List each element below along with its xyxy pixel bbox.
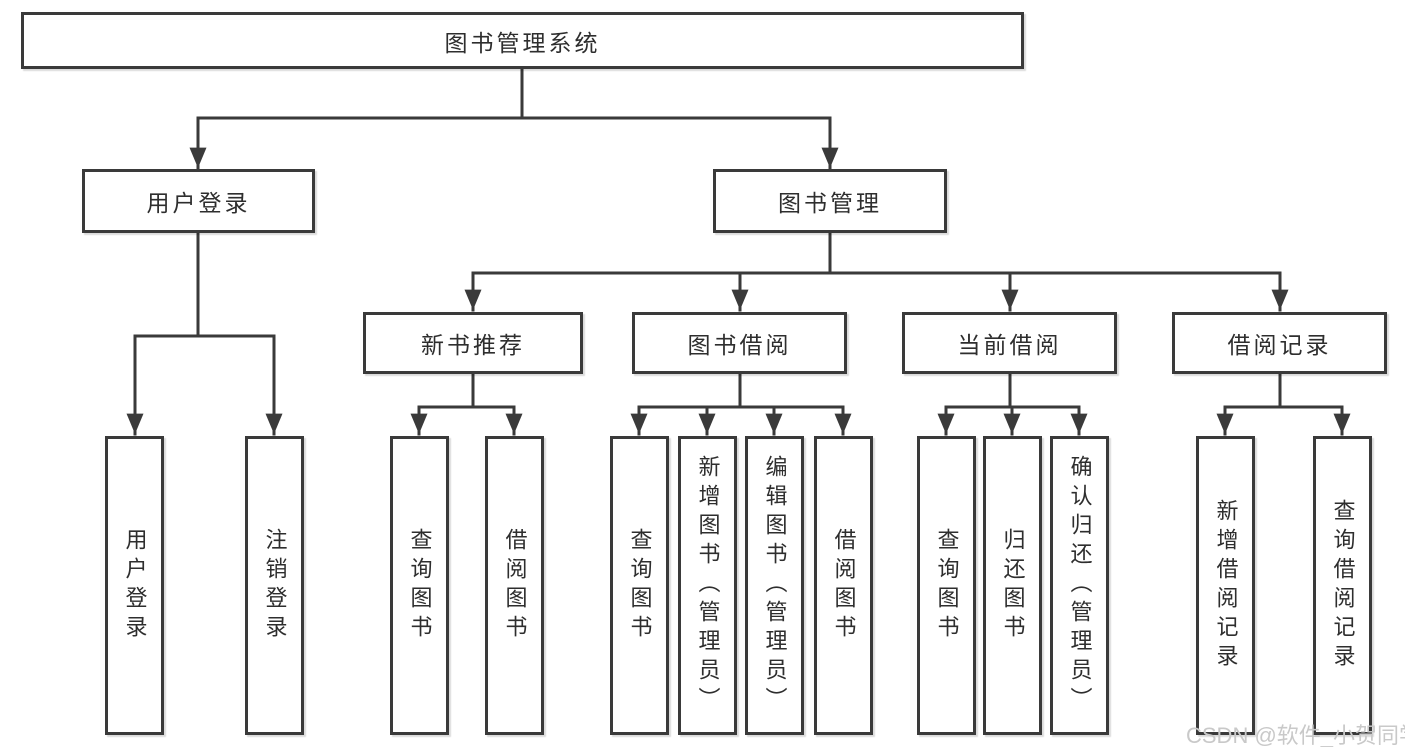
node-root: 图书管理系统 — [21, 12, 1024, 69]
leaf-confirm-return-admin: 确认归还（管理员） — [1050, 436, 1109, 735]
node-user-login: 用户登录 — [82, 169, 315, 233]
watermark: CSDN @软件_小贺同学 — [1186, 723, 1405, 747]
leaf-edit-books-admin: 编辑图书（管理员） — [745, 436, 804, 735]
leaf-add-borrow-record: 新增借阅记录 — [1196, 436, 1255, 735]
leaf-query-books-recommend: 查询图书 — [390, 436, 449, 735]
leaf-borrow-books: 借阅图书 — [814, 436, 873, 735]
node-book-borrow: 图书借阅 — [632, 312, 847, 374]
leaf-return-books: 归还图书 — [983, 436, 1042, 735]
leaf-query-books-current: 查询图书 — [917, 436, 976, 735]
leaf-query-borrow-record: 查询借阅记录 — [1313, 436, 1372, 735]
leaf-logout: 注销登录 — [245, 436, 304, 735]
node-book-management: 图书管理 — [713, 169, 947, 233]
node-new-book-recommend: 新书推荐 — [363, 312, 583, 374]
node-current-borrow: 当前借阅 — [902, 312, 1117, 374]
leaf-add-books-admin: 新增图书（管理员） — [678, 436, 737, 735]
node-borrow-records: 借阅记录 — [1172, 312, 1387, 374]
leaf-user-login: 用户登录 — [105, 436, 164, 735]
leaf-query-books-borrow: 查询图书 — [610, 436, 669, 735]
leaf-borrow-books-recommend: 借阅图书 — [485, 436, 544, 735]
